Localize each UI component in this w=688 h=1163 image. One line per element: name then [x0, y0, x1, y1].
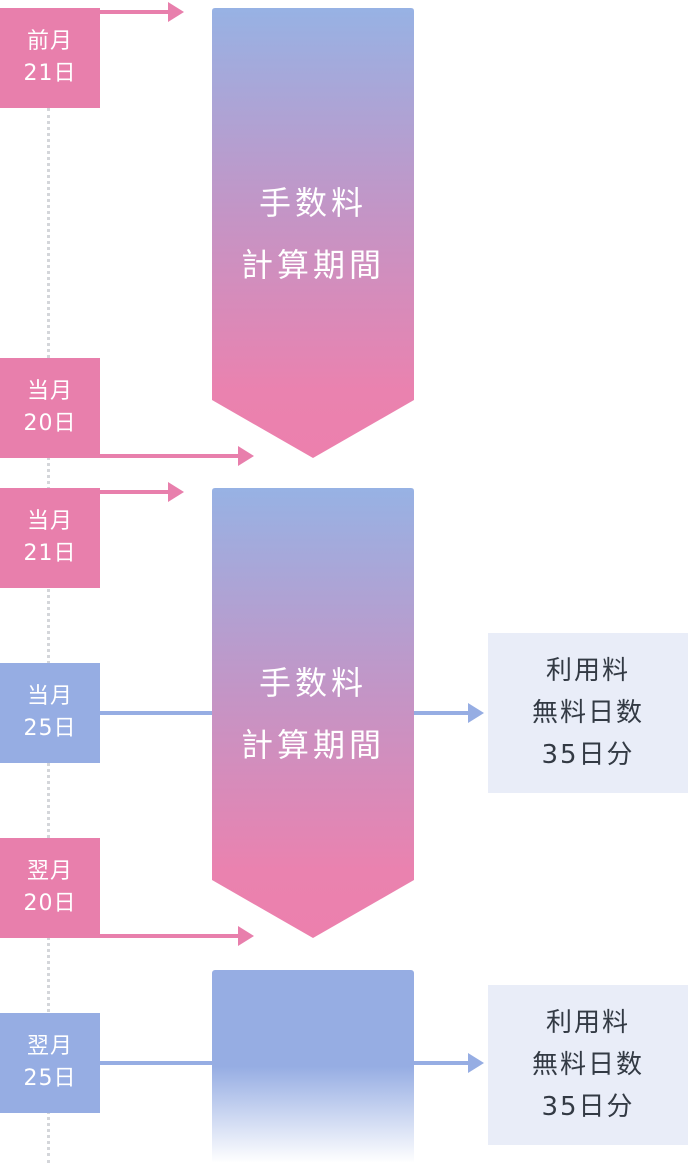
fee-arrow-1 — [414, 703, 484, 723]
period-1-label-line2: 計算期間 — [240, 246, 385, 284]
date-day: 20日 — [23, 411, 77, 436]
date-marker-current-25: 当月 25日 — [0, 663, 100, 763]
date-day: 21日 — [23, 61, 77, 86]
fee-box-line2: 無料日数 — [531, 1050, 644, 1080]
date-month: 前月 — [26, 29, 73, 54]
fee-arrow-2 — [414, 1053, 484, 1073]
end-arrow-2 — [100, 926, 254, 946]
date-day: 20日 — [23, 891, 77, 916]
connector-line-1 — [100, 711, 212, 715]
date-marker-next-20: 翌月 20日 — [0, 838, 100, 938]
period-1-label-line1: 手数料 — [258, 184, 367, 222]
fee-box-line2: 無料日数 — [531, 698, 644, 728]
period-2-label-line2: 計算期間 — [240, 726, 385, 764]
start-arrow-2 — [100, 482, 184, 502]
fee-box-line3: 35日分 — [541, 740, 635, 770]
fee-box-line1: 利用料 — [545, 1008, 630, 1038]
end-arrow-1 — [100, 446, 254, 466]
fee-box-line1: 利用料 — [545, 656, 630, 686]
arrow-head-icon — [238, 446, 254, 466]
date-marker-prev-21: 前月 21日 — [0, 8, 100, 108]
start-arrow-1 — [100, 2, 184, 22]
date-day: 25日 — [23, 1066, 77, 1091]
arrow-head-icon — [168, 2, 184, 22]
arrow-head-icon — [468, 1053, 484, 1073]
period-2-shape — [212, 488, 414, 938]
fee-calculation-period-1: 手数料 計算期間 — [212, 8, 414, 458]
date-month: 当月 — [26, 684, 73, 709]
fee-calculation-period-2: 手数料 計算期間 — [212, 488, 414, 938]
date-marker-current-20: 当月 20日 — [0, 358, 100, 458]
date-month: 翌月 — [26, 1034, 73, 1059]
connector-line-2 — [100, 1061, 212, 1065]
period-1-shape — [212, 8, 414, 458]
arrow-head-icon — [168, 482, 184, 502]
timeline-dotted-line — [47, 108, 50, 1163]
arrow-head-icon — [468, 703, 484, 723]
arrow-head-icon — [238, 926, 254, 946]
date-marker-next-25: 翌月 25日 — [0, 1013, 100, 1113]
free-days-box-1: 利用料 無料日数 35日分 — [488, 633, 688, 793]
free-days-box-2: 利用料 無料日数 35日分 — [488, 985, 688, 1145]
fee-box-line3: 35日分 — [541, 1092, 635, 1122]
period-2-label-line1: 手数料 — [258, 664, 367, 702]
date-month: 翌月 — [26, 859, 73, 884]
date-day: 21日 — [23, 541, 77, 566]
date-marker-current-21: 当月 21日 — [0, 488, 100, 588]
date-month: 当月 — [26, 379, 73, 404]
date-day: 25日 — [23, 716, 77, 741]
date-month: 当月 — [26, 509, 73, 534]
next-period-fade — [212, 970, 414, 1163]
